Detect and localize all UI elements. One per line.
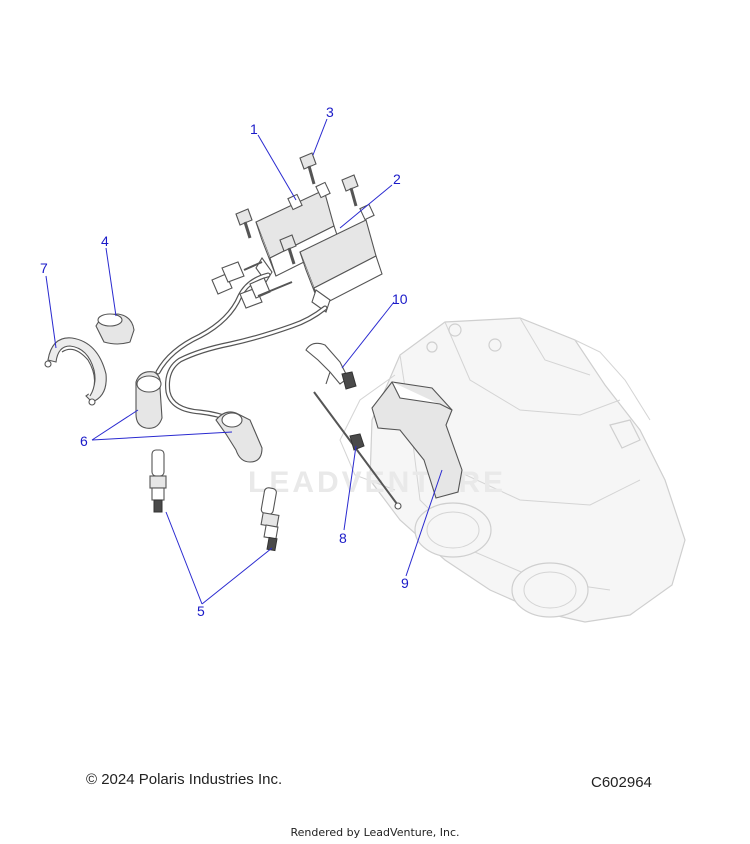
callout-8: 8 (339, 530, 347, 546)
leader-lines (45, 118, 443, 605)
callout-10: 10 (392, 291, 408, 307)
callout-9: 9 (401, 575, 409, 591)
harness-clip-part-10 (305, 342, 357, 390)
spark-plugs-part-5 (149, 449, 280, 552)
watermark-text: LEADVENTURE (248, 466, 506, 499)
callout-4: 4 (101, 233, 109, 249)
callout-5: 5 (197, 603, 205, 619)
rendered-by-text: Rendered by LeadVenture, Inc. (290, 826, 460, 839)
callout-labels: 1 2 3 4 5 6 7 8 9 10 (40, 104, 409, 619)
callout-6: 6 (80, 433, 88, 449)
spark-plug-caps-part-6 (135, 371, 263, 463)
mounting-bracket-part-9 (371, 381, 463, 499)
chassis-frame-illustration (339, 317, 686, 623)
callout-7: 7 (40, 260, 48, 276)
screws-part-3 (235, 152, 359, 265)
coil-wiring (155, 261, 328, 423)
cable-tie-part-8 (313, 391, 402, 510)
callout-1: 1 (250, 121, 258, 137)
figure-id: C602964 (591, 774, 652, 791)
copyright-text: © 2024 Polaris Industries Inc. (86, 771, 283, 788)
boot-part-4 (95, 313, 135, 345)
callout-3: 3 (326, 104, 334, 120)
strap-part-7 (44, 337, 107, 406)
callout-2: 2 (393, 171, 401, 187)
parts-diagram: LEADVENTURE (40, 104, 686, 623)
